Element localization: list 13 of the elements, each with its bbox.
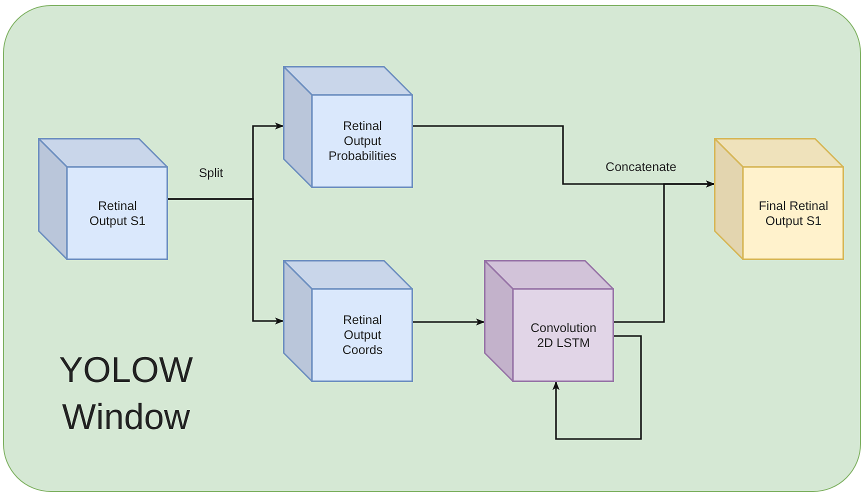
arrow [552, 335, 642, 440]
arrow [614, 180, 715, 323]
window-title: YOLOW Window [58, 348, 194, 439]
arrow [413, 318, 485, 326]
edge-label: Concatenate [604, 160, 678, 174]
cube-label: Retinal Output S1 [88, 198, 147, 228]
cube-label: Retinal Output Probabilities [327, 119, 398, 164]
arrow [168, 198, 284, 325]
window-frame [3, 5, 861, 492]
cube-label: Retinal Output Coords [341, 313, 384, 358]
cube-label: Final Retinal Output S1 [758, 198, 830, 228]
edge-label: Split [196, 166, 226, 180]
cube-label: Convolution 2D LSTM [529, 320, 598, 350]
